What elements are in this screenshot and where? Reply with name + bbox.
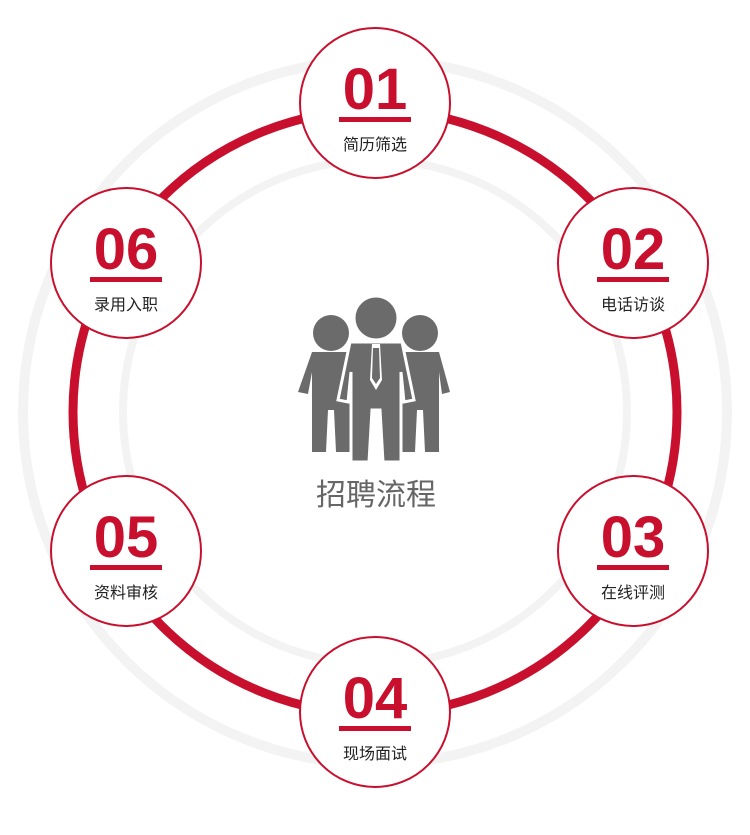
step-node-05: 05 资料审核 xyxy=(50,475,202,627)
step-node-02: 02 电话访谈 xyxy=(557,187,709,339)
process-title: 招聘流程 xyxy=(316,478,436,513)
step-node-04: 04 现场面试 xyxy=(299,636,451,788)
step-label: 资料审核 xyxy=(94,583,158,602)
step-number: 01 xyxy=(343,57,408,122)
step-node-circle xyxy=(50,187,202,339)
step-node-circle xyxy=(557,187,709,339)
step-node-03: 03 在线评测 xyxy=(557,475,709,627)
step-label: 简历筛选 xyxy=(343,135,407,154)
step-underline xyxy=(597,565,669,570)
step-number: 03 xyxy=(601,505,666,570)
step-label: 电话访谈 xyxy=(601,295,665,314)
people-group-icon xyxy=(298,294,450,464)
step-node-circle xyxy=(50,475,202,627)
step-number: 02 xyxy=(601,217,666,282)
step-node-circle xyxy=(557,475,709,627)
step-node-circle xyxy=(299,27,451,179)
step-number: 04 xyxy=(343,666,408,731)
step-node-circle xyxy=(299,636,451,788)
step-number: 06 xyxy=(94,217,159,282)
step-underline xyxy=(90,565,162,570)
background-ring-inner xyxy=(119,156,631,668)
step-label: 在线评测 xyxy=(601,583,665,602)
step-label: 录用入职 xyxy=(94,295,158,314)
step-number: 05 xyxy=(94,505,159,570)
step-node-01: 01 简历筛选 xyxy=(299,27,451,179)
step-underline xyxy=(597,277,669,282)
step-underline xyxy=(339,726,411,731)
step-underline xyxy=(90,277,162,282)
step-node-06: 06 录用入职 xyxy=(50,187,202,339)
step-label: 现场面试 xyxy=(343,744,407,763)
step-underline xyxy=(339,117,411,122)
